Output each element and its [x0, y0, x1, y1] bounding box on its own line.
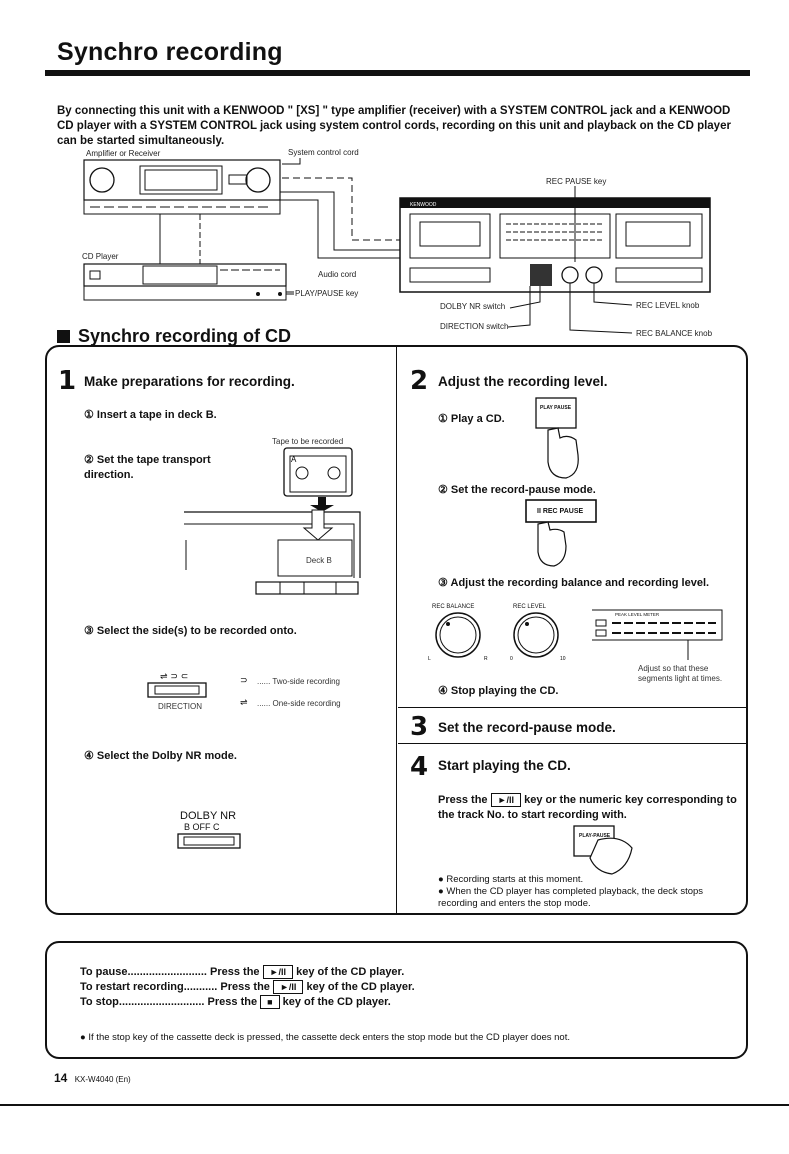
adjust-note: Adjust so that these segments light at t…	[638, 664, 723, 683]
two-side-label: ...... Two-side recording	[257, 677, 340, 686]
title-rule	[45, 70, 750, 76]
intro-paragraph: By connecting this unit with a KENWOOD "…	[57, 105, 731, 147]
step3-number: 3	[410, 712, 429, 742]
step4-illustration	[573, 825, 633, 875]
svg-text:0: 0	[510, 656, 513, 662]
step1-title: Make preparations for recording.	[84, 374, 295, 389]
rec-level-label: REC LEVEL	[513, 604, 547, 610]
step4-number: 4	[410, 752, 429, 782]
step1-item-b: ② Set the tape transport direction.	[84, 454, 211, 481]
notes-footnote: ● If the stop key of the cassette deck i…	[80, 1032, 570, 1043]
play-pause-key-label: PLAY/PAUSE key	[295, 289, 359, 298]
system-cord-label: System control cord	[288, 148, 359, 157]
bottom-rule	[0, 1104, 789, 1106]
svg-text:A: A	[291, 455, 297, 464]
step1-number: 1	[58, 366, 77, 396]
step2-number: 2	[410, 366, 429, 396]
step3-rule	[398, 707, 746, 708]
dolby-switch-label: DOLBY NR switch	[440, 302, 506, 311]
svg-text:R: R	[484, 656, 488, 662]
peak-meter-label: PEAK LEVEL METER	[615, 612, 660, 617]
step3-rule-bottom	[398, 743, 746, 744]
tape-label: Tape to be recorded	[272, 437, 344, 446]
step2-illustrations: L R 0 10	[428, 397, 723, 662]
svg-text:⊃: ⊃	[240, 676, 248, 686]
dolby-nr-label: DOLBY NR	[180, 810, 237, 822]
step2-item-c: ③ Adjust the recording balance and recor…	[438, 577, 710, 589]
step2-item-b: ② Set the record-pause mode.	[438, 484, 596, 496]
note-pause: To pause.......................... Press…	[80, 965, 405, 979]
rec-balance-knob-label: REC BALANCE knob	[636, 329, 713, 338]
section-heading: Synchro recording of CD	[57, 326, 291, 347]
one-side-label: ...... One-side recording	[257, 699, 341, 708]
direction-label: DIRECTION	[158, 702, 202, 711]
direction-switch-label: DIRECTION switch	[440, 322, 509, 331]
page-number: 14	[54, 1071, 68, 1085]
panel-divider	[396, 347, 397, 913]
notes-panel	[45, 941, 748, 1059]
svg-text:⇌ ⊃ ⊂: ⇌ ⊃ ⊂	[160, 672, 188, 682]
page-title: Synchro recording	[57, 38, 283, 66]
svg-text:L: L	[428, 656, 431, 662]
note-restart: To restart recording........... Press th…	[80, 980, 415, 994]
stop-key: ■	[260, 995, 280, 1009]
rec-pause-button-text: II REC PAUSE	[537, 508, 584, 515]
step4-bullet-1: ● Recording starts at this moment.	[438, 874, 584, 885]
step4-bullet-2: ● When the CD player has completed playb…	[438, 886, 704, 909]
play-pause-key-text: PLAY PAUSE	[540, 405, 572, 411]
deck-b-label: Deck B	[306, 556, 332, 565]
play-pause-key: ►/II	[272, 980, 304, 994]
step2-item-d: ④ Stop playing the CD.	[438, 685, 559, 697]
notes-list: To pause.......................... Press…	[80, 965, 415, 1010]
connection-diagram: KENWOOD	[83, 158, 711, 334]
step4-title: Start playing the CD.	[438, 758, 571, 773]
page-footer: 14 KX-W4040 (En)	[54, 1071, 131, 1085]
rec-level-knob-label: REC LEVEL knob	[636, 301, 700, 310]
cd-player-label: CD Player	[82, 252, 119, 261]
amplifier-label: Amplifier or Receiver	[86, 149, 161, 158]
step4-press-pre: Press the	[438, 794, 488, 806]
audio-cord-label: Audio cord	[318, 270, 357, 279]
step3-title: Set the record-pause mode.	[438, 720, 616, 735]
svg-text:⇌: ⇌	[240, 698, 248, 708]
model-code: KX-W4040 (En)	[74, 1075, 131, 1084]
step4-press-post: key or the numeric key corresponding to …	[438, 794, 737, 821]
step2-item-a: ① Play a CD.	[438, 413, 505, 425]
section-title: Synchro recording of CD	[78, 326, 292, 346]
step4-play-pause-text: PLAY-PAUSE	[579, 833, 611, 839]
step4-instruction: Press the ►/II key or the numeric key co…	[438, 793, 738, 823]
step4-bullets: ● Recording starts at this moment. ● Whe…	[438, 874, 744, 910]
note-stop: To stop............................ Pres…	[80, 995, 391, 1009]
step1-item-a: ① Insert a tape in deck B.	[84, 409, 217, 421]
dolby-options: B OFF C	[184, 822, 220, 832]
deck-brand: KENWOOD	[410, 202, 437, 208]
rec-balance-label: REC BALANCE	[432, 604, 475, 610]
section-bullet-icon	[57, 330, 70, 343]
play-pause-key: ►/II	[490, 793, 522, 807]
step1-item-d: ④ Select the Dolby NR mode.	[84, 750, 237, 762]
svg-text:10: 10	[560, 656, 566, 662]
steps-panel	[45, 345, 748, 915]
play-pause-key: ►/II	[262, 965, 294, 979]
step1-illustrations: A ⇌ ⊃ ⊂ ⊃ ⇌	[147, 447, 361, 849]
step1-item-c: ③ Select the side(s) to be recorded onto…	[84, 625, 297, 637]
step2-title: Adjust the recording level.	[438, 374, 608, 389]
rec-pause-key-label: REC PAUSE key	[546, 177, 607, 186]
